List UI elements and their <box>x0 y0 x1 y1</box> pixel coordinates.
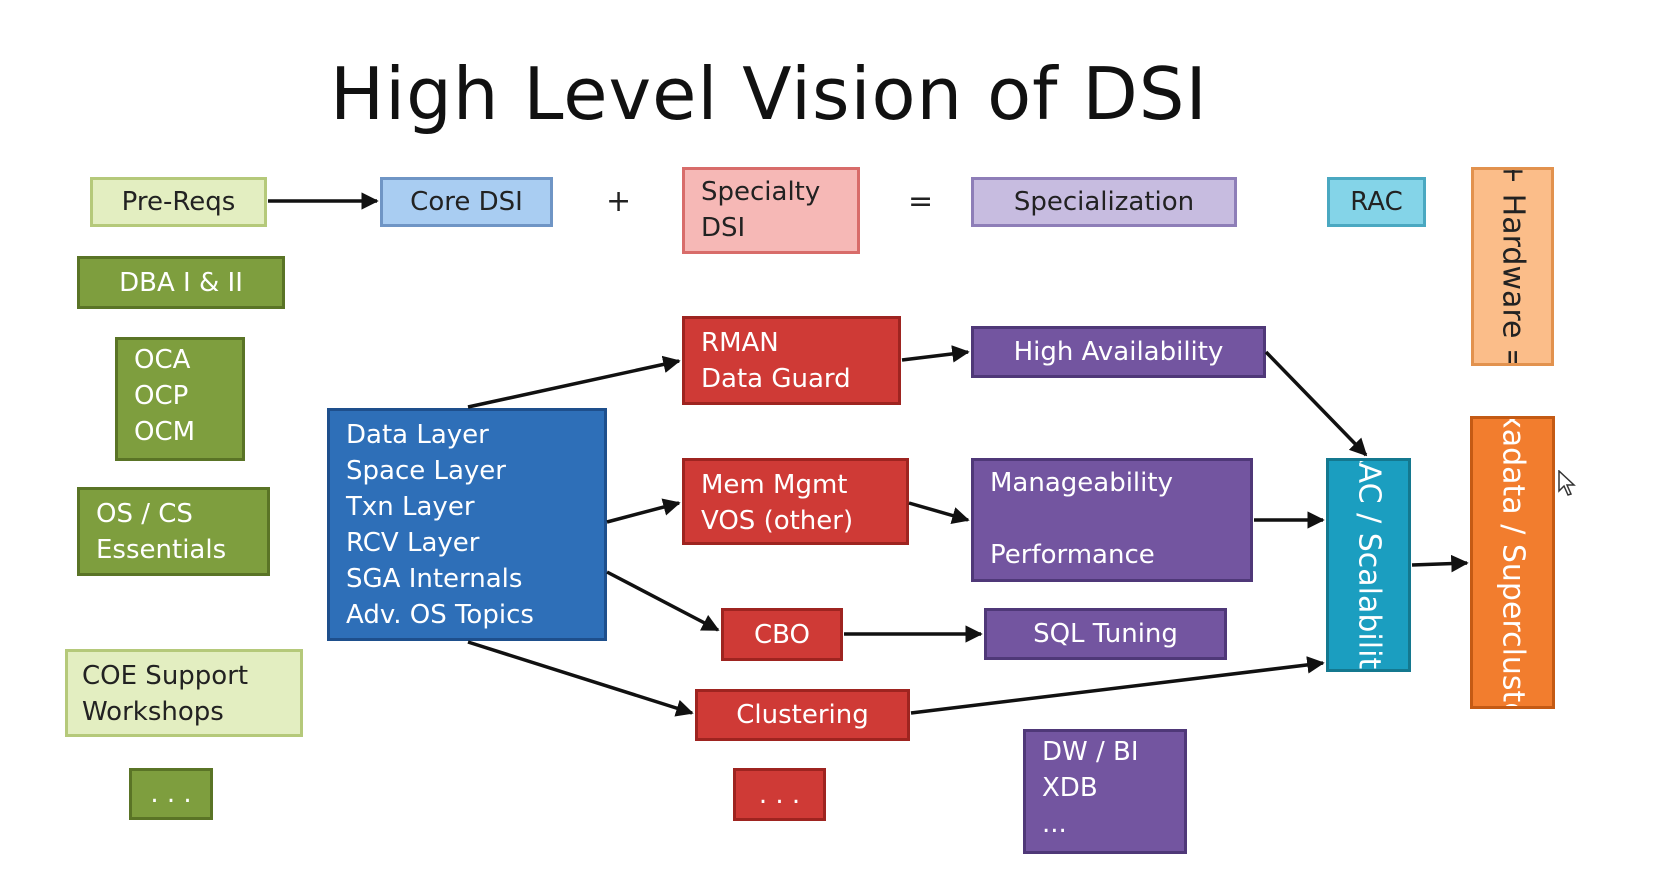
hardware-header: + Hardware = <box>1471 167 1554 366</box>
manageability-performance-box: Manageability Performance <box>971 458 1253 582</box>
dw-bi-xdb-box: DW / BI XDB ... <box>1023 729 1187 854</box>
rac-header: RAC <box>1327 177 1426 227</box>
memory-vos-box: Mem Mgmt VOS (other) <box>682 458 909 545</box>
equals-operator: = <box>908 184 934 219</box>
os-cs-essentials-box: OS / CS Essentials <box>77 487 270 576</box>
core-dsi-header: Core DSI <box>380 177 553 227</box>
clustering-box: Clustering <box>695 689 910 741</box>
slide-title: High Level Vision of DSI <box>330 52 1208 136</box>
arrow-clustering-to-rac <box>910 656 1325 715</box>
certifications-box: OCA OCP OCM <box>115 337 245 461</box>
arrow-ha-to-rac <box>1264 350 1368 457</box>
exadata-supercluster-label: Exadata / Supercluster <box>1495 416 1531 709</box>
coe-workshops-box: COE Support Workshops <box>65 649 303 737</box>
rac-scalability-box: RAC / Scalability <box>1326 458 1411 672</box>
arrow-core-to-cbo <box>606 570 720 632</box>
sql-tuning-box: SQL Tuning <box>984 608 1227 660</box>
arrow-rac-to-exadata <box>1411 554 1469 573</box>
plus-operator: + <box>606 184 632 219</box>
specialty-more-box: . . . <box>733 768 826 821</box>
dba-box: DBA I & II <box>77 256 285 309</box>
arrow-core-to-rman <box>467 355 681 409</box>
arrow-core-to-mem <box>606 498 681 524</box>
cbo-box: CBO <box>721 608 843 661</box>
specialization-header: Specialization <box>971 177 1237 227</box>
rac-scalability-label: RAC / Scalability <box>1351 458 1387 672</box>
rman-dataguard-box: RMAN Data Guard <box>682 316 901 405</box>
hardware-label: + Hardware = <box>1495 167 1531 366</box>
prereq-more-box: . . . <box>129 768 213 820</box>
exadata-supercluster-box: Exadata / Supercluster <box>1470 416 1555 709</box>
prereqs-header: Pre-Reqs <box>90 177 267 227</box>
arrow-core-to-clustering <box>467 640 694 717</box>
arrow-mem-to-manageability <box>908 501 970 525</box>
core-topics-box: Data Layer Space Layer Txn Layer RCV Lay… <box>327 408 607 641</box>
specialty-dsi-header: Specialty DSI <box>682 167 860 254</box>
high-availability-box: High Availability <box>971 326 1266 378</box>
mouse-pointer-icon <box>1558 470 1576 496</box>
arrow-rman-to-ha <box>901 345 970 363</box>
